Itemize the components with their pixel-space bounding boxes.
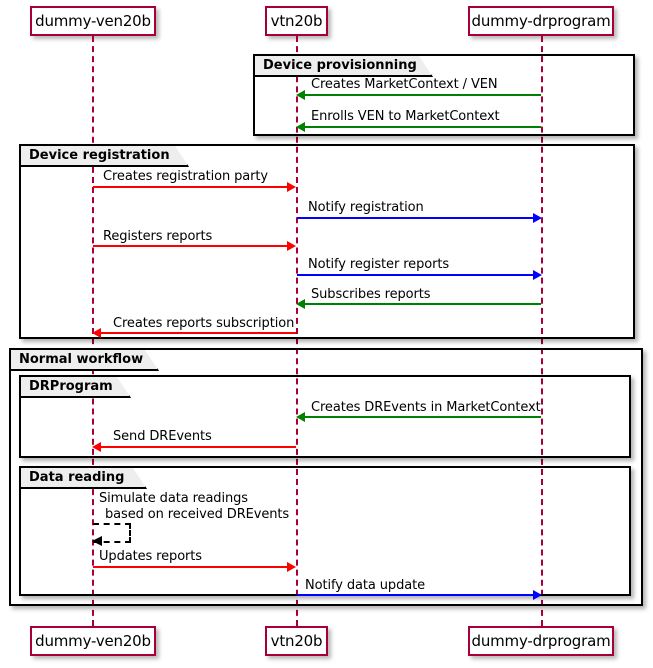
message-arrowhead-registers-reports — [287, 241, 296, 251]
group-frame-normal-workflow — [9, 348, 643, 606]
message-line-notify-registration — [297, 217, 533, 219]
group-title-device-registration: Device registration — [21, 146, 189, 167]
message-arrowhead-enrolls-ven-to-marketcontext — [296, 122, 305, 132]
message-text: based on received DREvents — [105, 507, 290, 522]
message-text: Enrolls VEN to MarketContext — [311, 109, 500, 124]
group-title-label: Device provisionning — [263, 58, 417, 73]
message-label-creates-marketcontext-ven: Creates MarketContext / VEN — [311, 77, 498, 92]
message-arrowhead-creates-registration-party — [287, 182, 296, 192]
participant-vtn20b-bottom[interactable]: vtn20b — [265, 626, 328, 656]
message-text: Notify data update — [305, 578, 425, 593]
message-arrowhead-notify-register-reports — [533, 270, 542, 280]
group-title-normal-workflow: Normal workflow — [11, 350, 159, 371]
message-label-notify-registration: Notify registration — [308, 200, 424, 215]
group-title-label: Data reading — [29, 470, 125, 485]
message-text: Creates reports subscription — [113, 316, 295, 331]
group-title-data-reading: Data reading — [21, 468, 147, 489]
message-text: Creates MarketContext / VEN — [311, 77, 498, 92]
message-label-creates-reports-subscription: Creates reports subscription — [113, 316, 294, 331]
participant-label: dummy-ven20b — [35, 11, 151, 30]
group-title-label: Device registration — [29, 148, 170, 163]
message-text: Creates registration party — [103, 169, 268, 184]
group-frame-drprogram — [19, 375, 631, 458]
message-line-send-drevents — [100, 446, 296, 448]
message-arrowhead-creates-marketcontext-ven — [296, 90, 305, 100]
message-line-registers-reports — [93, 245, 287, 247]
message-arrowhead-creates-drevents-in-marketcontext — [296, 412, 305, 422]
message-line-enrolls-ven-to-marketcontext — [302, 126, 541, 128]
message-line-subscribes-reports — [302, 303, 541, 305]
message-text: Notify register reports — [308, 257, 450, 272]
message-arrowhead-subscribes-reports — [296, 299, 305, 309]
participant-label: dummy-drprogram — [471, 631, 611, 650]
message-label-registers-reports: Registers reports — [103, 229, 212, 244]
message-arrowhead-notify-data-update — [533, 590, 542, 600]
group-frame-device-registration — [19, 144, 635, 339]
message-text: Send DREvents — [113, 429, 212, 444]
message-arrowhead-notify-registration — [533, 213, 542, 223]
message-text: Notify registration — [308, 200, 424, 215]
message-label-updates-reports: Updates reports — [99, 549, 202, 564]
participant-dummy-drprogram-top[interactable]: dummy-drprogram — [468, 6, 614, 36]
lifeline-vtn20b — [296, 36, 298, 626]
message-label-enrolls-ven-to-marketcontext: Enrolls VEN to MarketContext — [311, 109, 500, 124]
participant-vtn20b-top[interactable]: vtn20b — [265, 6, 328, 36]
message-line-notify-register-reports — [297, 274, 533, 276]
message-label-notify-data-update: Notify data update — [305, 578, 425, 593]
group-title-device-provisionning: Device provisionning — [255, 56, 433, 77]
group-title-label: Normal workflow — [19, 352, 144, 367]
message-selfloop-simulate-data-readings — [93, 523, 131, 543]
message-arrowhead-creates-reports-subscription — [92, 328, 101, 338]
participant-dummy-drprogram-bottom[interactable]: dummy-drprogram — [468, 626, 614, 656]
message-label-simulate-data-readings-line1: Simulate data readings — [99, 491, 248, 506]
lifeline-dummy-drprogram — [541, 36, 543, 626]
group-title-label: DRProgram — [29, 379, 113, 394]
participant-dummy-ven20b-top[interactable]: dummy-ven20b — [30, 6, 156, 36]
message-text: Creates DREvents in MarketContext — [311, 400, 541, 415]
message-arrowhead-simulate-data-readings — [92, 536, 102, 546]
message-arrowhead-send-drevents — [92, 442, 101, 452]
participant-label: dummy-ven20b — [35, 631, 151, 650]
message-line-updates-reports — [93, 566, 287, 568]
message-label-simulate-data-readings-line2: based on received DREvents — [105, 507, 289, 522]
message-text: Simulate data readings — [99, 491, 248, 506]
message-text: Registers reports — [103, 229, 213, 244]
participant-dummy-ven20b-bottom[interactable]: dummy-ven20b — [30, 626, 156, 656]
message-text: Updates reports — [99, 549, 202, 564]
participant-label: vtn20b — [270, 11, 323, 30]
group-frame-device-provisionning — [253, 54, 635, 136]
message-label-creates-drevents-in-marketcontext: Creates DREvents in MarketContext — [311, 400, 541, 415]
message-label-creates-registration-party: Creates registration party — [103, 169, 268, 184]
message-label-send-drevents: Send DREvents — [113, 429, 212, 444]
message-line-creates-drevents-in-marketcontext — [302, 416, 541, 418]
message-label-subscribes-reports: Subscribes reports — [311, 287, 431, 302]
message-line-creates-marketcontext-ven — [302, 94, 541, 96]
message-arrowhead-updates-reports — [287, 562, 296, 572]
message-line-creates-reports-subscription — [100, 332, 296, 334]
message-line-creates-registration-party — [93, 186, 287, 188]
participant-label: dummy-drprogram — [471, 11, 611, 30]
participant-label: vtn20b — [270, 631, 323, 650]
group-title-drprogram: DRProgram — [21, 377, 131, 398]
message-label-notify-register-reports: Notify register reports — [308, 257, 449, 272]
message-text: Subscribes reports — [311, 287, 431, 302]
message-line-notify-data-update — [297, 594, 533, 596]
